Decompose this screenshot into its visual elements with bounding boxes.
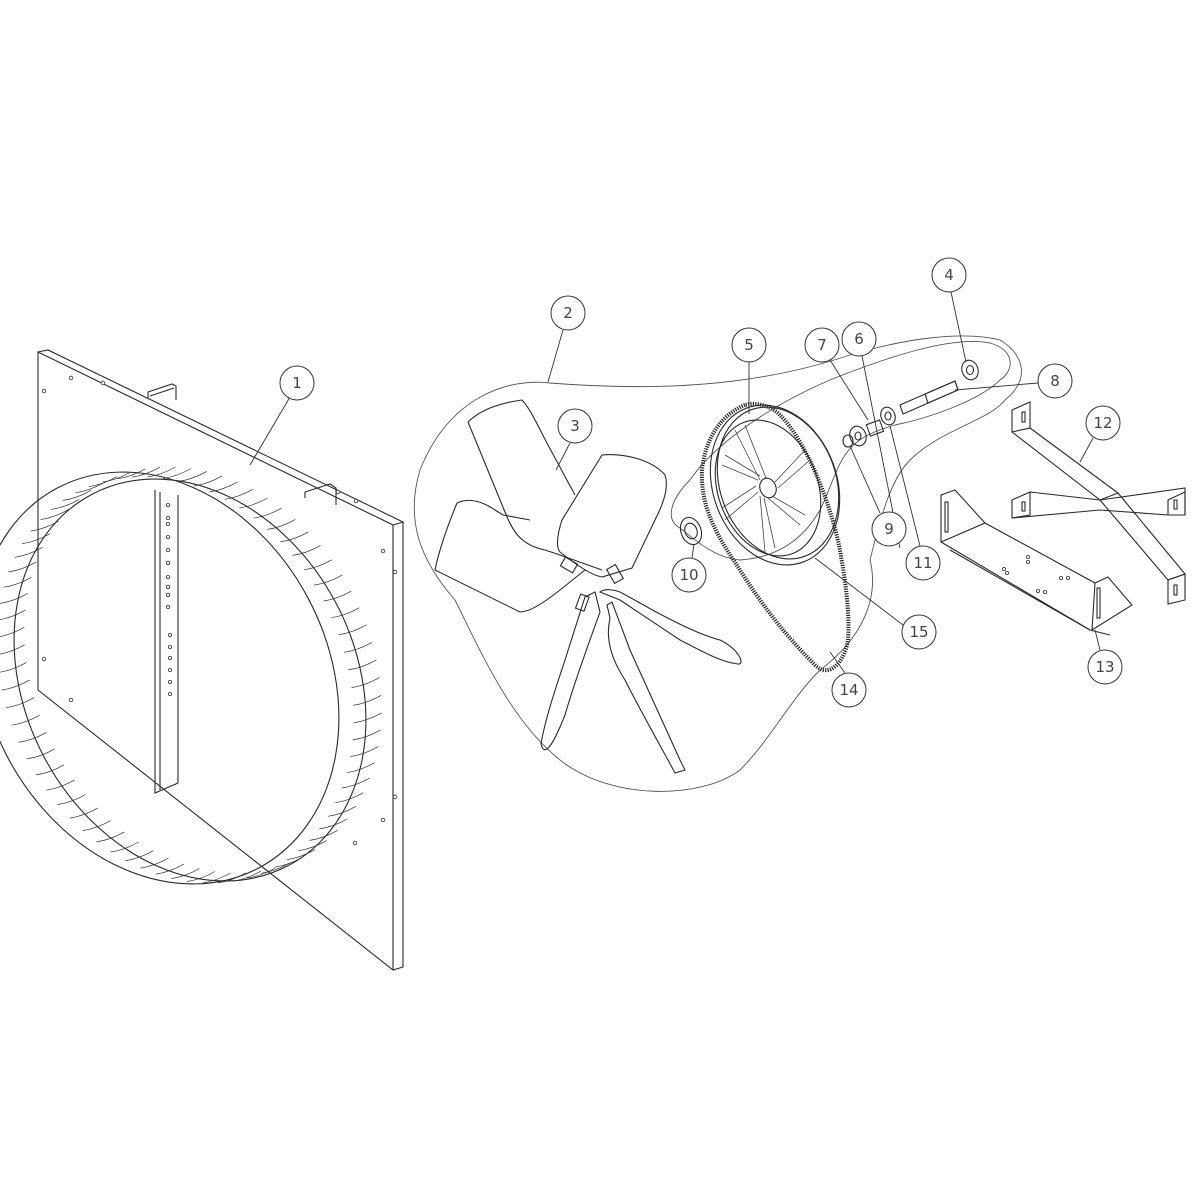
balloon-label: 8 — [1050, 372, 1060, 390]
balloon-10: 10 — [671, 557, 707, 593]
balloon-label: 5 — [744, 336, 754, 354]
balloon-circle — [931, 257, 967, 293]
balloon-label: 3 — [570, 417, 580, 435]
balloon-14: 14 — [831, 672, 867, 708]
part-3-fan-blades — [434, 399, 742, 774]
balloon-13: 13 — [1087, 649, 1123, 685]
part-5-fan-pulley — [709, 404, 841, 566]
balloon-circle — [1085, 405, 1121, 441]
balloon-2: 2 — [550, 295, 586, 331]
balloon-circle — [871, 511, 907, 547]
bracket-holes — [1002, 555, 1071, 595]
balloon-3: 3 — [557, 408, 593, 444]
balloon-circle — [804, 327, 840, 363]
part-10-hub-flange — [679, 516, 703, 546]
balloon-8: 8 — [1037, 363, 1073, 399]
balloon-label: 13 — [1095, 658, 1114, 676]
channel-holes — [165, 502, 172, 697]
balloon-label: 1 — [292, 374, 302, 392]
balloon-label: 12 — [1093, 414, 1112, 432]
part-7-bearing — [849, 425, 867, 447]
balloon-7: 7 — [804, 327, 840, 363]
panel-holes — [41, 375, 398, 846]
balloon-label: 2 — [563, 304, 573, 322]
part-6-bearing — [880, 406, 896, 426]
balloon-circle — [279, 365, 315, 401]
balloon-circle — [550, 295, 586, 331]
balloon-9: 9 — [871, 511, 907, 547]
balloon-circle — [731, 327, 767, 363]
balloon-circle — [905, 545, 941, 581]
balloon-label: 11 — [913, 554, 932, 572]
balloon-11: 11 — [905, 545, 941, 581]
balloon-5: 5 — [731, 327, 767, 363]
balloon-label: 4 — [944, 266, 954, 284]
part-1-housing-panel — [0, 349, 405, 972]
balloon-label: 10 — [679, 566, 698, 584]
balloon-label: 6 — [854, 330, 864, 348]
pulley-subgroup-outline — [670, 341, 1011, 561]
balloon-label: 14 — [839, 681, 858, 699]
part-9-nut — [842, 434, 854, 448]
balloon-circle — [901, 614, 937, 650]
part-13-motor-mount-bracket — [940, 489, 1133, 636]
venturi-hatching — [0, 466, 382, 884]
balloon-label: 9 — [884, 520, 894, 538]
balloon-circle — [557, 408, 593, 444]
balloon-6: 6 — [841, 321, 877, 357]
balloon-label: 7 — [817, 336, 827, 354]
part-12-cross-brace — [1011, 401, 1186, 605]
balloon-circle — [1037, 363, 1073, 399]
balloon-4: 4 — [931, 257, 967, 293]
balloon-12: 12 — [1085, 405, 1121, 441]
balloon-circle — [841, 321, 877, 357]
balloon-15: 15 — [901, 614, 937, 650]
balloon-circle — [1087, 649, 1123, 685]
balloon-circle — [831, 672, 867, 708]
balloon-circle — [671, 557, 707, 593]
part-4-washer — [961, 359, 979, 381]
leader-lines — [249, 291, 1101, 674]
balloon-label: 15 — [909, 623, 928, 641]
balloon-1: 1 — [279, 365, 315, 401]
